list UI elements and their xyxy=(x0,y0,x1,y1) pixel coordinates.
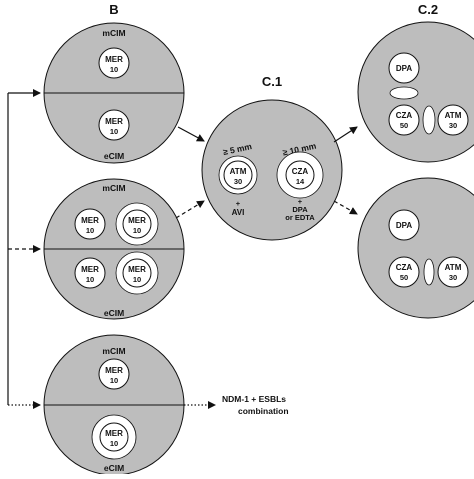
plate-b3-mcim-label: mCIM xyxy=(102,346,125,356)
plate-b3-mer-bottom-disk: MER 10 xyxy=(91,414,137,460)
svg-text:ATM: ATM xyxy=(445,111,462,120)
svg-text:DPA: DPA xyxy=(396,64,413,73)
svg-text:10: 10 xyxy=(110,376,118,385)
svg-text:ATM: ATM xyxy=(445,263,462,272)
c1-cza-note-2: or EDTA xyxy=(285,213,315,222)
svg-text:MER: MER xyxy=(105,429,123,438)
svg-text:ATM: ATM xyxy=(230,167,247,176)
svg-text:14: 14 xyxy=(296,177,305,186)
c2-bottom-inhibition-zone xyxy=(423,258,435,286)
svg-text:50: 50 xyxy=(400,121,408,130)
svg-text:30: 30 xyxy=(449,121,457,130)
result-line-1: NDM-1 + ESBLs xyxy=(222,394,286,404)
c1-atm-note: AVI xyxy=(232,208,245,217)
svg-text:MER: MER xyxy=(105,55,123,64)
plate-b2-mer-bottom-left-disk: MER 10 xyxy=(74,257,106,289)
plate-b2: mCIM eCIM MER 10 MER 10 MER 10 MER 10 xyxy=(43,178,185,320)
plate-c1-circle xyxy=(201,99,343,241)
c1-cza-disk: CZA 14 xyxy=(276,151,324,199)
svg-text:CZA: CZA xyxy=(396,263,413,272)
svg-text:10: 10 xyxy=(86,275,94,284)
svg-text:10: 10 xyxy=(133,275,141,284)
svg-text:10: 10 xyxy=(110,127,118,136)
svg-text:MER: MER xyxy=(105,366,123,375)
plate-c2-bottom-circle xyxy=(357,177,474,319)
plate-b1: mCIM eCIM MER 10 MER 10 xyxy=(43,22,185,164)
header-c1: C.1 xyxy=(262,74,282,89)
c2-top-inhibition-zone xyxy=(422,105,436,135)
arrow-c1-to-c2-bottom xyxy=(333,200,358,215)
svg-text:10: 10 xyxy=(110,439,118,448)
svg-text:MER: MER xyxy=(128,216,146,225)
header-b: B xyxy=(109,2,118,17)
c1-atm-plus: + xyxy=(236,199,241,208)
plate-b2-ecim-label: eCIM xyxy=(104,308,124,318)
svg-text:MER: MER xyxy=(105,117,123,126)
plate-b1-mer-top-disk: MER 10 xyxy=(98,47,130,79)
svg-text:MER: MER xyxy=(81,216,99,225)
plate-b2-mer-top-right-disk: MER 10 xyxy=(115,202,159,246)
plate-b1-mer-bottom-disk: MER 10 xyxy=(98,109,130,141)
arrow-c1-to-c2-top xyxy=(333,126,358,143)
c1-cza-note-1: DPA xyxy=(292,205,308,214)
svg-text:10: 10 xyxy=(133,226,141,235)
c1-atm-disk: ATM 30 xyxy=(218,155,258,195)
svg-text:30: 30 xyxy=(449,273,457,282)
arrow-b1-to-c1 xyxy=(177,126,205,142)
plate-b1-mcim-label: mCIM xyxy=(102,28,125,38)
svg-text:50: 50 xyxy=(400,273,408,282)
plate-b2-mcim-label: mCIM xyxy=(102,183,125,193)
svg-text:CZA: CZA xyxy=(396,111,413,120)
c1-cza-plus: + xyxy=(298,197,303,206)
c2-top-synergy-zone xyxy=(389,86,419,100)
c2-bottom-atm-disk: ATM 30 xyxy=(437,256,469,288)
plate-b2-mer-top-left-disk: MER 10 xyxy=(74,208,106,240)
c2-top-cza-disk: CZA 50 xyxy=(388,104,420,136)
svg-text:10: 10 xyxy=(86,226,94,235)
plate-c1: ≥ 5 mm ≥ 10 mm ATM 30 CZA 14 + AVI + DPA… xyxy=(201,99,343,241)
result-line-2: combination xyxy=(238,406,289,416)
c2-top-atm-disk: ATM 30 xyxy=(437,104,469,136)
svg-text:10: 10 xyxy=(110,65,118,74)
svg-text:MER: MER xyxy=(81,265,99,274)
plate-c2-top: DPA CZA 50 ATM 30 xyxy=(357,21,474,163)
svg-text:CZA: CZA xyxy=(292,167,309,176)
plate-b3: mCIM eCIM MER 10 MER 10 xyxy=(43,334,185,476)
plate-b3-ecim-label: eCIM xyxy=(104,463,124,473)
plate-c2-bottom: DPA CZA 50 ATM 30 xyxy=(357,177,474,319)
c2-bottom-cza-disk: CZA 50 xyxy=(388,256,420,288)
arrow-b2-to-c1 xyxy=(175,200,205,219)
c2-top-dpa-disk: DPA xyxy=(388,52,420,84)
c2-bottom-dpa-disk: DPA xyxy=(388,209,420,241)
svg-text:30: 30 xyxy=(234,177,242,186)
header-c2: C.2 xyxy=(418,2,438,17)
plate-b3-mer-top-disk: MER 10 xyxy=(98,358,130,390)
plate-b2-mer-bottom-right-disk: MER 10 xyxy=(115,251,159,295)
svg-text:MER: MER xyxy=(128,265,146,274)
svg-text:DPA: DPA xyxy=(396,221,413,230)
plate-b1-ecim-label: eCIM xyxy=(104,151,124,161)
